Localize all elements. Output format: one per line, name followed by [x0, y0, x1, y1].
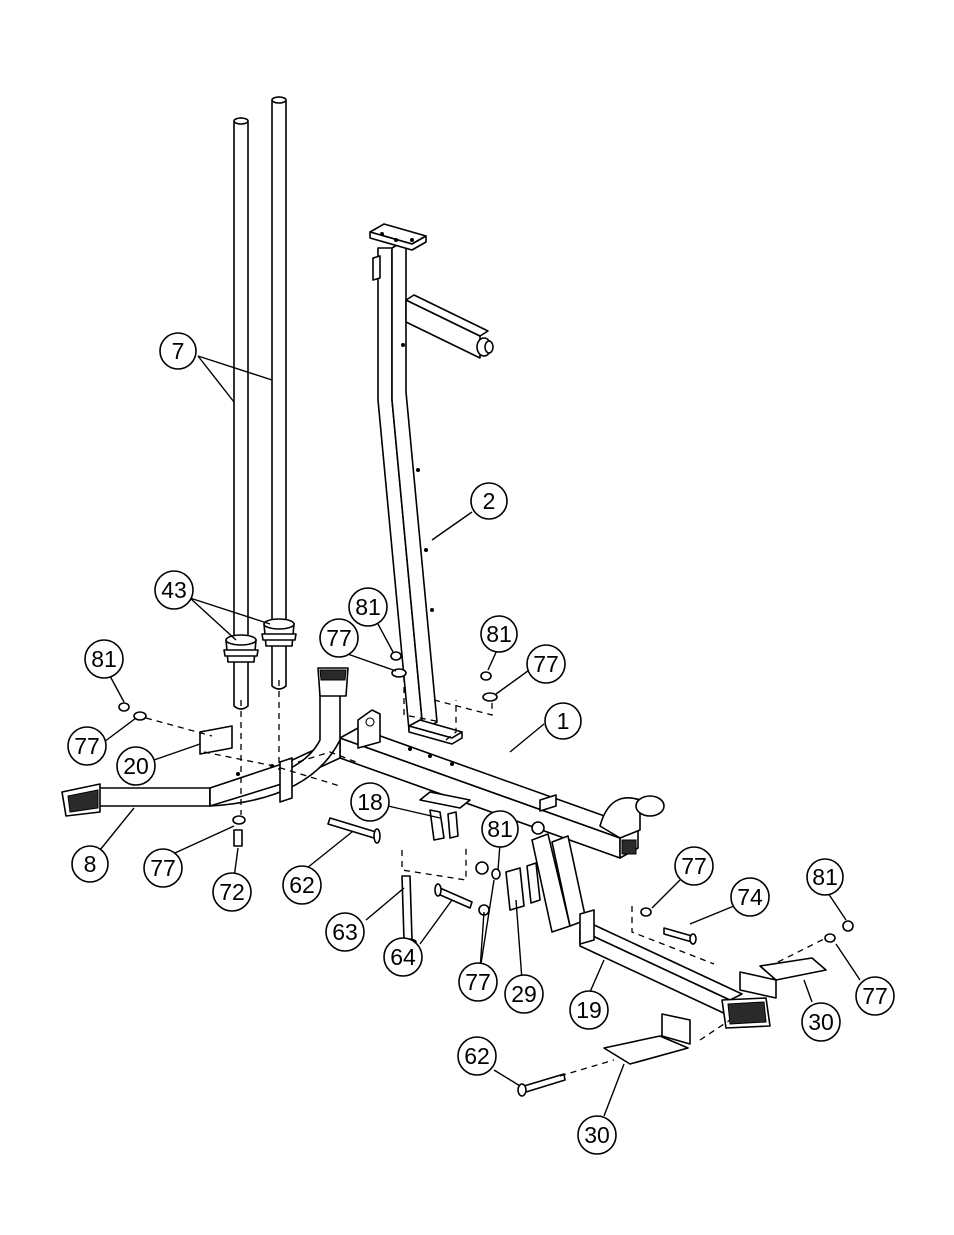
callout-81-d-label: 81 — [487, 816, 513, 842]
callout-1: 1 — [544, 702, 582, 740]
callout-77-d-label: 77 — [150, 855, 176, 881]
callout-62-a-label: 62 — [289, 872, 315, 898]
callout-74-label: 74 — [737, 884, 763, 910]
callout-77-f: 77 — [674, 846, 714, 886]
rear-stabiliser — [579, 909, 771, 1029]
callout-19-label: 19 — [576, 997, 602, 1023]
callout-29-label: 29 — [511, 981, 537, 1007]
callout-64: 64 — [383, 937, 423, 977]
leader-lines — [99, 355, 861, 1117]
callout-2-label: 2 — [483, 488, 496, 514]
callout-8-label: 8 — [84, 851, 97, 877]
callout-43-label: 43 — [161, 577, 187, 603]
vertical-bracket — [505, 833, 587, 933]
callout-77-a-label: 77 — [74, 733, 100, 759]
callout-43: 43 — [154, 570, 194, 610]
callout-8: 8 — [71, 845, 109, 883]
callout-77-d: 77 — [143, 848, 183, 888]
callout-81-c: 81 — [480, 615, 518, 653]
guide-rods — [233, 96, 287, 710]
callout-72-label: 72 — [219, 879, 245, 905]
callout-7-label: 7 — [172, 338, 185, 364]
callout-81-c-label: 81 — [486, 621, 512, 647]
callout-30-b-label: 30 — [584, 1122, 610, 1148]
callout-18-label: 18 — [357, 789, 383, 815]
callout-74: 74 — [730, 877, 770, 917]
assembly-lines — [145, 676, 827, 1077]
callout-30-a: 30 — [801, 1002, 841, 1042]
callout-77-e-label: 77 — [465, 969, 491, 995]
foot-plates — [603, 957, 827, 1065]
rod-bushings — [223, 618, 297, 663]
callout-72: 72 — [212, 872, 252, 912]
callout-77-f-label: 77 — [681, 853, 707, 879]
callout-81-a: 81 — [84, 639, 124, 679]
callout-63: 63 — [325, 912, 365, 952]
fasteners — [118, 651, 854, 1097]
callout-62-b-label: 62 — [464, 1043, 490, 1069]
pivot-bracket — [419, 791, 471, 841]
callout-63-label: 63 — [332, 919, 358, 945]
callout-77-c-label: 77 — [533, 651, 559, 677]
callout-7: 7 — [159, 332, 197, 370]
callout-77-c: 77 — [526, 644, 566, 684]
callout-81-b: 81 — [348, 587, 388, 627]
callout-20: 20 — [116, 746, 156, 786]
callout-30-b: 30 — [577, 1115, 617, 1155]
callout-18: 18 — [350, 782, 390, 822]
callout-81-d: 81 — [481, 810, 519, 848]
callout-81-e: 81 — [806, 858, 844, 896]
callout-77-b-label: 77 — [326, 625, 352, 651]
callout-77-b: 77 — [319, 618, 359, 658]
callout-29: 29 — [504, 974, 544, 1014]
callout-62-a: 62 — [282, 865, 322, 905]
callout-77-g-label: 77 — [862, 983, 888, 1009]
upright-frame — [369, 223, 494, 745]
callout-77-g: 77 — [855, 976, 895, 1016]
callout-1-label: 1 — [557, 708, 570, 734]
side-bracket — [279, 757, 293, 803]
callout-81-a-label: 81 — [91, 646, 117, 672]
callout-2: 2 — [470, 482, 508, 520]
callout-62-b: 62 — [457, 1036, 497, 1076]
front-base-tube — [61, 667, 349, 817]
callout-20-label: 20 — [123, 753, 149, 779]
callout-81-b-label: 81 — [355, 594, 381, 620]
callout-77-e: 77 — [458, 962, 498, 1002]
bracket-plate — [199, 725, 233, 755]
callout-64-label: 64 — [390, 944, 416, 970]
callout-81-e-label: 81 — [812, 864, 838, 890]
main-base-frame — [287, 709, 665, 859]
callout-77-a: 77 — [67, 726, 107, 766]
callout-30-a-label: 30 — [808, 1009, 834, 1035]
callout-19: 19 — [569, 990, 609, 1030]
